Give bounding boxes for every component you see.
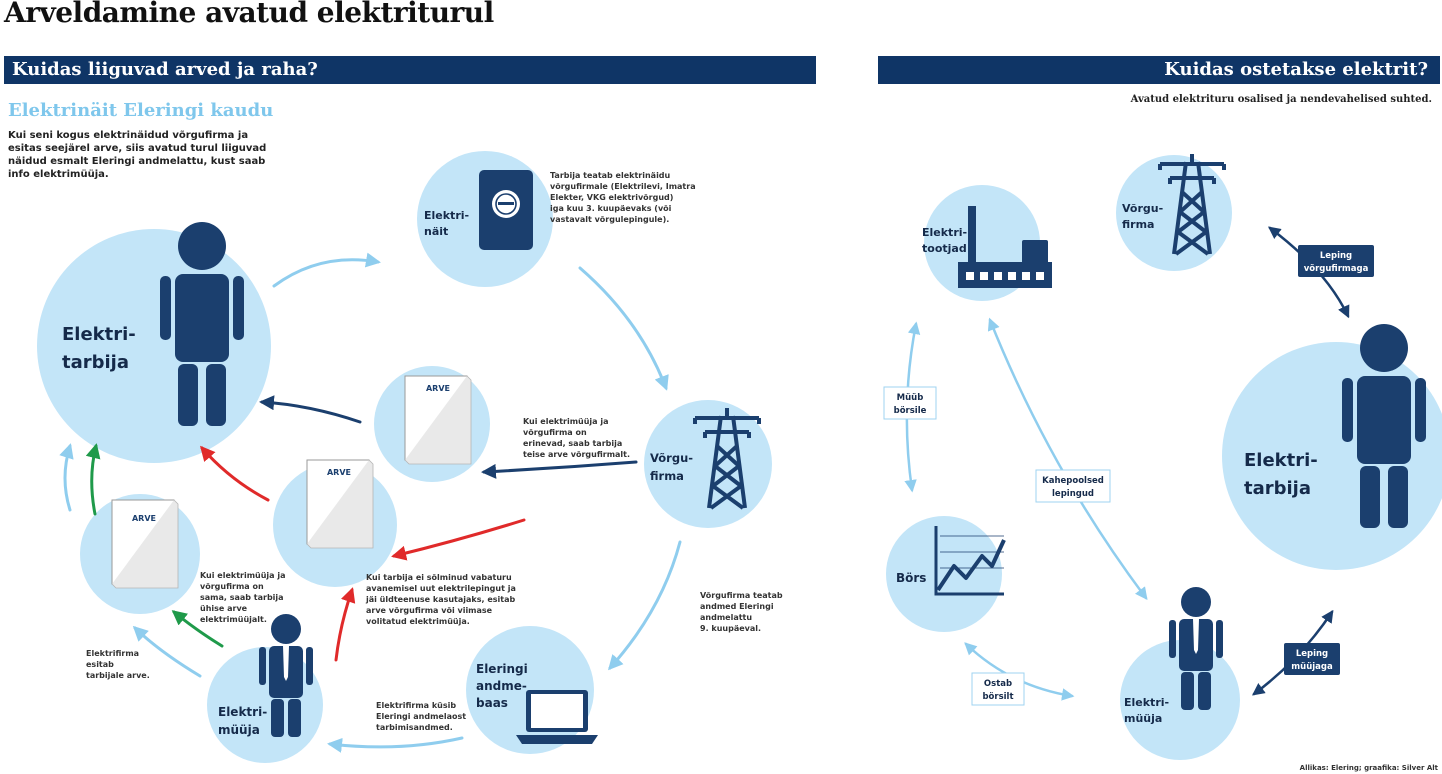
label-leping-vorgufirmaga: Leping võrgufirmaga	[1298, 245, 1374, 277]
arrow-tarbija-to-nait	[272, 252, 381, 288]
arrow-invoice1-to-tarbija	[259, 395, 362, 424]
svg-text:võrgufirmaga: võrgufirmaga	[1304, 264, 1369, 274]
left-intro-text: Kui seni kogus elektrinäidud võrgufirma …	[8, 130, 267, 180]
arrow-myyja-to-invoice3	[132, 625, 202, 678]
label-kahepoolsed-lepingud: Kahepoolsed lepingud	[1035, 469, 1111, 503]
factory-icon	[958, 206, 1052, 288]
svg-text:börsilt: börsilt	[982, 692, 1013, 702]
invoice-1-label: ARVE	[426, 384, 450, 393]
arrow-vorgufirma-to-invoice2-red	[391, 518, 526, 561]
left-section-banner: Kuidas liiguvad arved ja raha?	[4, 56, 816, 84]
arrow-invoice3-to-tarbija	[59, 443, 74, 512]
note-kysib: Elektrifirma küsib Eleringi andmelaost t…	[376, 701, 469, 732]
arrow-myyja-to-invoice3-green	[171, 610, 224, 648]
svg-text:Leping: Leping	[1320, 251, 1352, 261]
label-vorgufirma: Võrgu- firma	[650, 451, 697, 483]
label-leping-myyjaga: Leping müüjaga	[1284, 643, 1340, 675]
circle-bors	[886, 516, 1002, 632]
svg-text:Kahepoolsed: Kahepoolsed	[1042, 476, 1104, 486]
page-title: Arveldamine avatud elektriturul	[4, 0, 494, 29]
arrow-invoice2-to-tarbija-red	[200, 445, 270, 502]
arrow-myyja-to-invoice2-red	[334, 587, 356, 662]
svg-text:lepingud: lepingud	[1052, 489, 1094, 499]
note-ei-solminud: Kui tarbija ei sõlminud vabaturu avanemi…	[365, 573, 519, 626]
circle-tarbija	[37, 229, 271, 463]
right-subtitle: Avatud elektrituru osalised ja nendevahe…	[1130, 94, 1432, 105]
arrow-vorgufirma-to-invoice2	[481, 460, 638, 479]
svg-text:müüjaga: müüjaga	[1291, 662, 1333, 672]
svg-text:Müüb: Müüb	[897, 393, 924, 403]
source-credit: Allikas: Elering; graafika: Silver Alt	[1299, 764, 1438, 772]
label-myyb-borsile: Müüb börsile	[883, 386, 937, 420]
label-nait: Elektri- näit	[424, 209, 473, 238]
label-andmebaas: Eleringi andme- baas	[476, 662, 532, 710]
svg-text:börsile: börsile	[894, 406, 927, 416]
label-myyja-right: Elektri- müüja	[1124, 696, 1173, 725]
invoice-3-label: ARVE	[132, 514, 156, 523]
note-sama: Kui elektrimüüja ja võrgufirma on sama, …	[200, 571, 288, 624]
label-tootjad: Elektri- tootjad	[922, 226, 971, 255]
arrow-nait-to-vorgufirma	[578, 266, 669, 391]
note-esitab: Elektrifirma esitab tarbijale arve.	[86, 649, 150, 680]
arrow-tootjad-myyja	[987, 317, 1148, 601]
invoice-2-label: ARVE	[327, 468, 351, 477]
label-vorgufirma-right: Võrgu- firma	[1122, 202, 1167, 231]
svg-text:Ostab: Ostab	[984, 679, 1012, 689]
label-tarbija: Elektri- tarbija	[62, 324, 142, 373]
left-subtitle: Elektrinäit Eleringi kaudu	[8, 100, 274, 121]
meter-icon	[479, 170, 533, 250]
svg-text:Leping: Leping	[1296, 649, 1328, 659]
laptop-icon	[516, 690, 598, 744]
arrow-andmebaas-to-myyja	[327, 736, 464, 753]
note-vorgufirma-teatab: Võrgufirma teatab andmed Eleringi andmel…	[700, 591, 785, 633]
note-erinevad: Kui elektrimüüja ja võrgufirma on erinev…	[523, 417, 630, 459]
label-bors: Börs	[896, 571, 926, 585]
note-nait: Tarbija teatab elektrinäidu võrgufirmale…	[550, 171, 698, 224]
arrow-vorgufirma-to-andmebaas	[607, 540, 682, 671]
label-tarbija-right: Elektri- tarbija	[1244, 450, 1324, 499]
right-section-banner: Kuidas ostetakse elektrit?	[878, 56, 1440, 84]
label-ostab-borsilt: Ostab börsilt	[971, 672, 1025, 706]
circle-vorgufirma-right	[1116, 155, 1232, 271]
arrow-invoice3-to-tarbija-green	[85, 443, 101, 516]
label-myyja: Elektri- müüja	[218, 705, 271, 737]
